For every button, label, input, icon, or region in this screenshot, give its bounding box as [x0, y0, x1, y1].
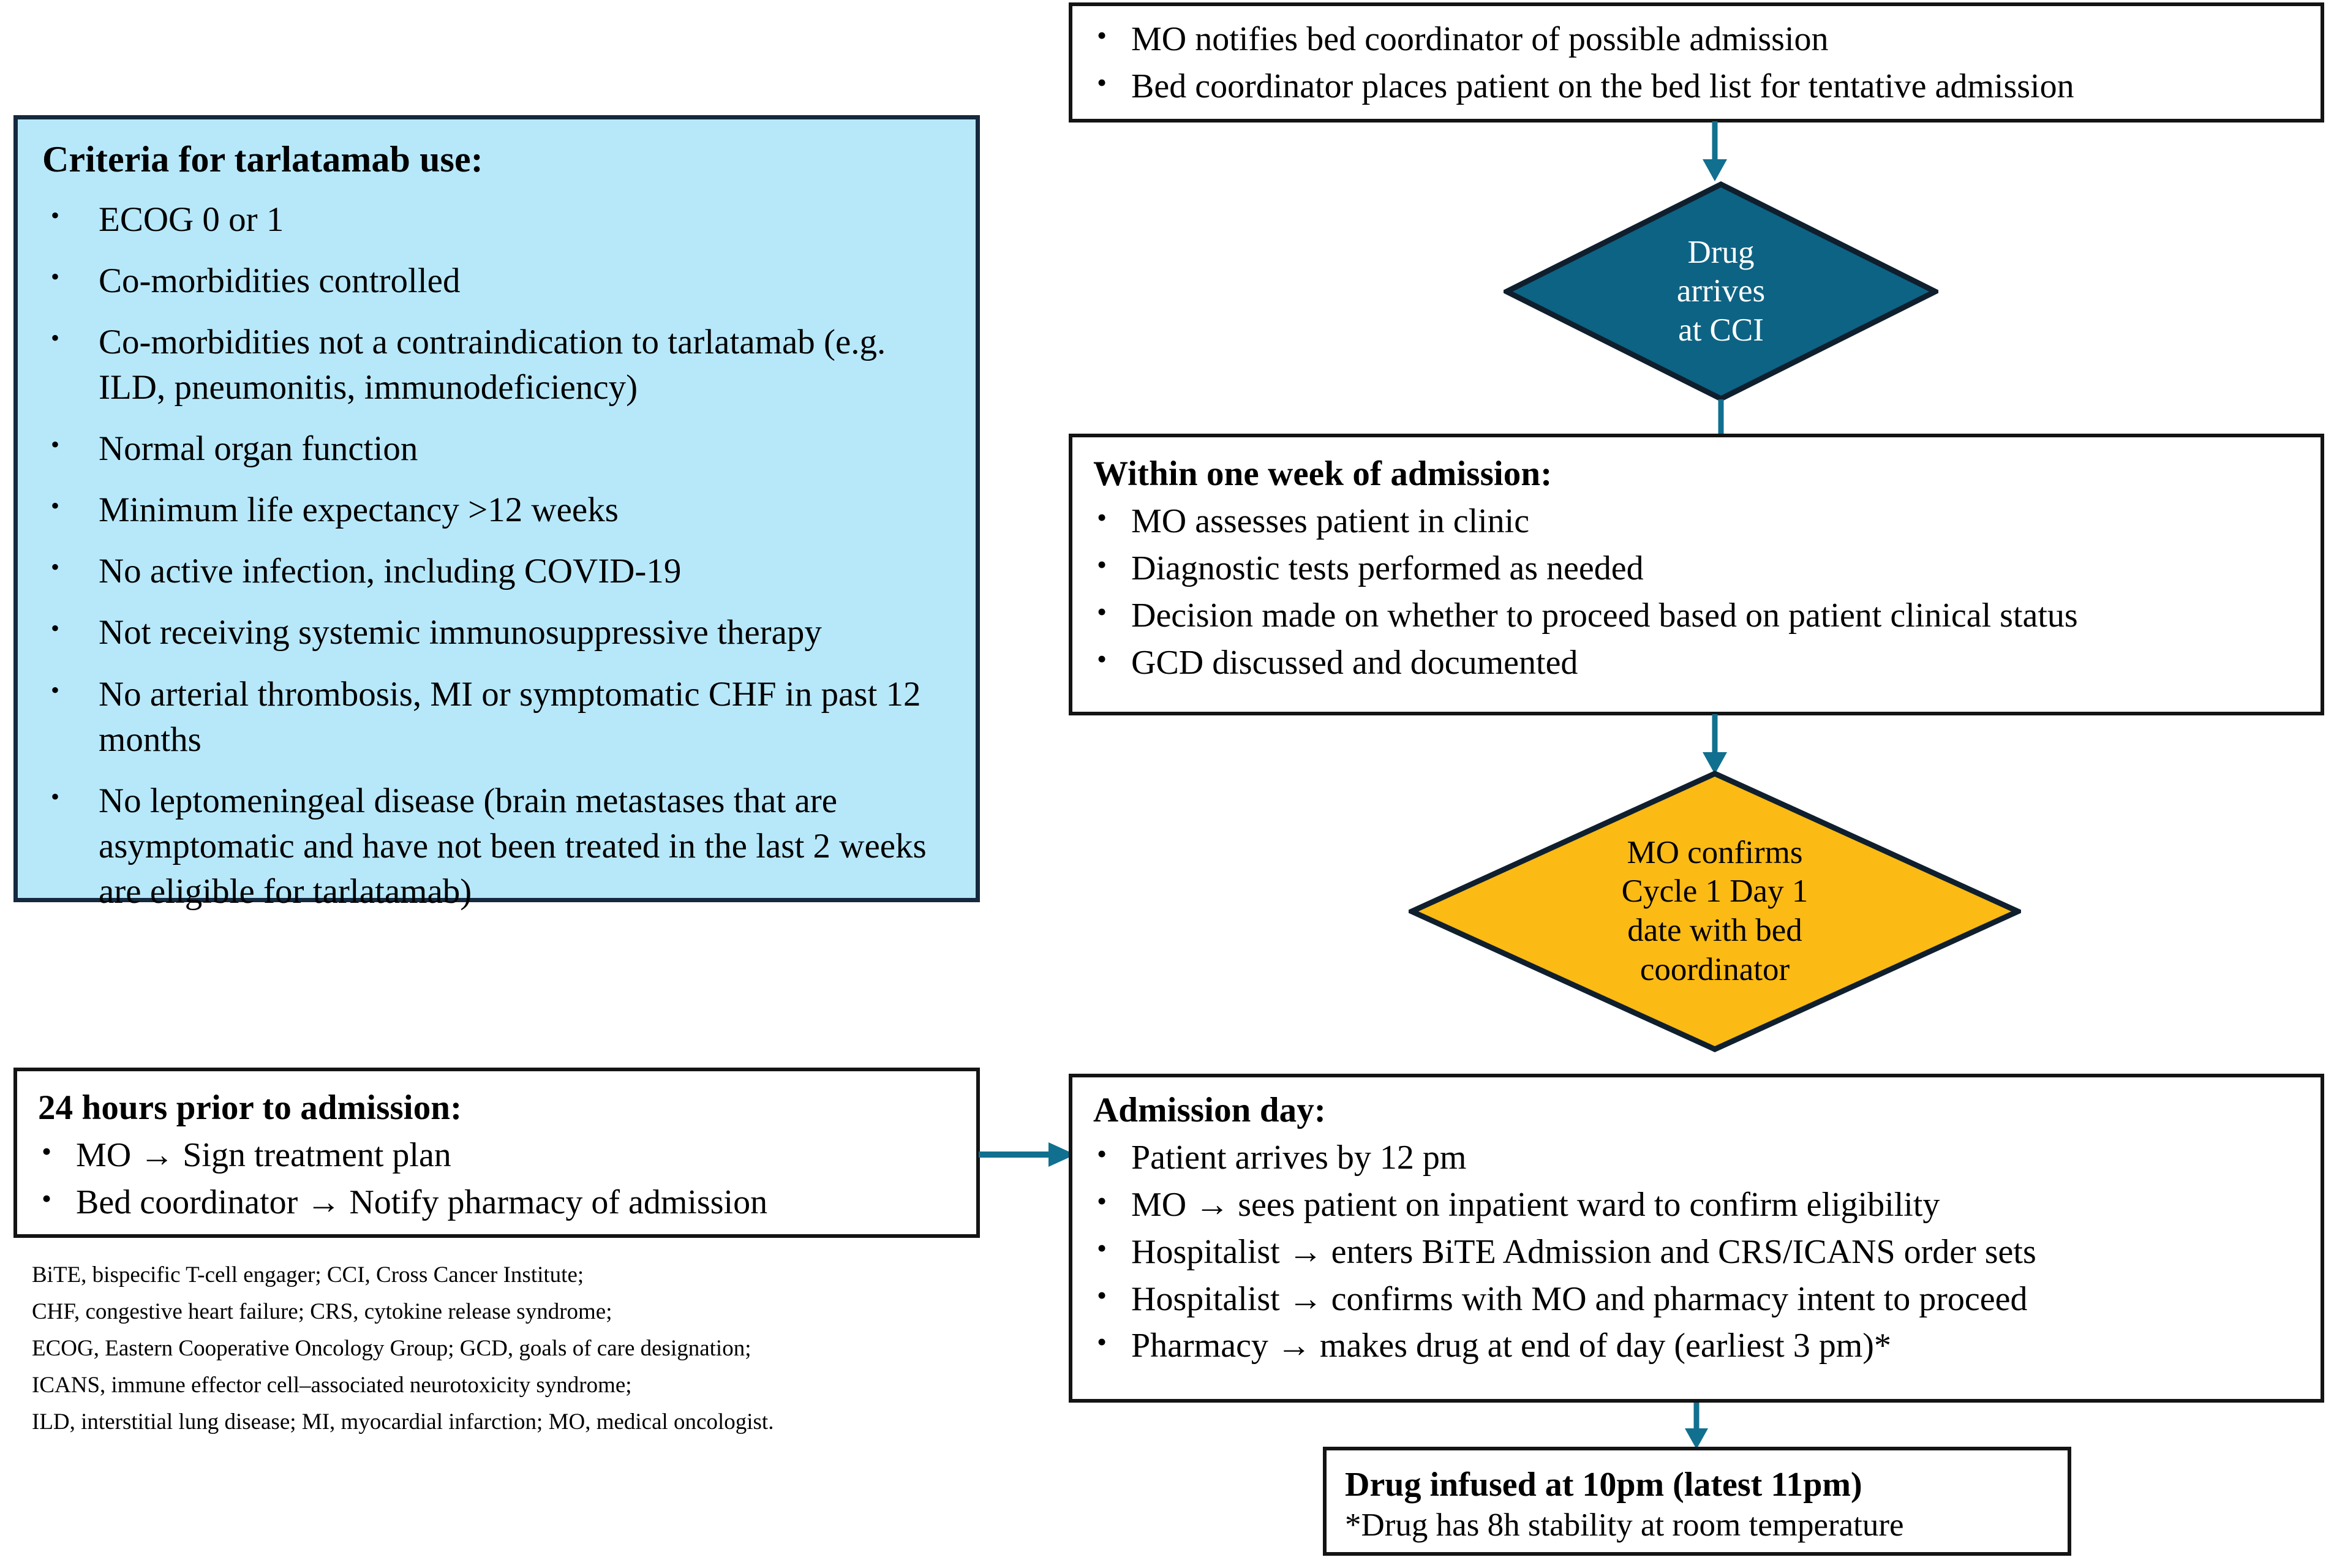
footnote-line: CHF, congestive heart failure; CRS, cyto…: [32, 1298, 612, 1324]
admission-day-list: Patient arrives by 12 pm MO → sees patie…: [1093, 1134, 2300, 1368]
connector-admission-day-to-drug-infused: [1672, 1403, 1721, 1450]
drug-arrives-label: Drug arrives at CCI: [1676, 234, 1766, 348]
connector-prior-to-admission-day: [979, 1136, 1077, 1173]
within-one-week-title: Within one week of admission:: [1093, 454, 1553, 493]
confirm-cycle-date-label: MO confirms Cycle 1 Day 1 date with bed …: [1621, 834, 1809, 987]
list-item: ECOG 0 or 1: [42, 197, 951, 243]
list-item: Co-morbidities not a contraindication to…: [42, 320, 951, 410]
list-item: MO → sees patient on inpatient ward to c…: [1093, 1182, 2300, 1227]
drug-infused-subtitle: *Drug has 8h stability at room temperatu…: [1345, 1507, 1904, 1544]
criteria-title: Criteria for tarlatamab use:: [42, 139, 483, 179]
list-item: No leptomeningeal disease (brain metasta…: [42, 778, 951, 914]
footnote-line: ECOG, Eastern Cooperative Oncology Group…: [32, 1335, 751, 1361]
prior-admission-box: 24 hours prior to admission: MO → Sign t…: [13, 1068, 980, 1238]
list-item: GCD discussed and documented: [1093, 639, 2300, 685]
list-item: MO → Sign treatment plan: [38, 1132, 955, 1178]
list-item: Patient arrives by 12 pm: [1093, 1134, 2300, 1180]
drug-infused-title: Drug infused at 10pm (latest 11pm): [1345, 1466, 1862, 1504]
list-item: MO notifies bed coordinator of possible …: [1093, 16, 2300, 62]
connector-within-week-to-confirm-date: [1690, 714, 1739, 775]
prior-admission-list: MO → Sign treatment plan Bed coordinator…: [38, 1132, 955, 1225]
list-item: Hospitalist → enters BiTE Admission and …: [1093, 1229, 2300, 1275]
list-item: Co-morbidities controlled: [42, 258, 951, 304]
criteria-list: ECOG 0 or 1 Co-morbidities controlled Co…: [42, 197, 951, 914]
list-item: Not receiving systemic immunosuppressive…: [42, 610, 951, 655]
list-item: MO assesses patient in clinic: [1093, 498, 2300, 544]
footnote-line: ILD, interstitial lung disease; MI, myoc…: [32, 1409, 774, 1434]
drug-arrives-diamond: Drug arrives at CCI: [1504, 181, 1938, 402]
within-one-week-box: Within one week of admission: MO assesse…: [1069, 434, 2324, 715]
list-item: Bed coordinator places patient on the be…: [1093, 63, 2300, 109]
notification-list: MO notifies bed coordinator of possible …: [1093, 16, 2300, 109]
abbreviations-footnote: BiTE, bispecific T-cell engager; CCI, Cr…: [32, 1257, 963, 1441]
diamond-shape: [1409, 771, 2021, 1052]
criteria-box: Criteria for tarlatamab use: ECOG 0 or 1…: [13, 115, 980, 911]
list-item: Bed coordinator → Notify pharmacy of adm…: [38, 1179, 955, 1225]
footnote-line: ICANS, immune effector cell–associated n…: [32, 1372, 632, 1398]
within-one-week-list: MO assesses patient in clinic Diagnostic…: [1093, 498, 2300, 685]
connector-notification-to-drug-arrives: [1690, 121, 1739, 183]
drug-infused-box: Drug infused at 10pm (latest 11pm) *Drug…: [1323, 1447, 2071, 1556]
list-item: Hospitalist → confirms with MO and pharm…: [1093, 1276, 2300, 1322]
admission-day-box: Admission day: Patient arrives by 12 pm …: [1069, 1074, 2324, 1403]
admission-day-title: Admission day:: [1093, 1091, 1326, 1129]
notification-box: MO notifies bed coordinator of possible …: [1069, 2, 2324, 123]
list-item: Minimum life expectancy >12 weeks: [42, 488, 951, 533]
list-item: No arterial thrombosis, MI or symptomati…: [42, 672, 951, 763]
list-item: Pharmacy → makes drug at end of day (ear…: [1093, 1322, 2300, 1368]
list-item: Diagnostic tests performed as needed: [1093, 545, 2300, 591]
confirm-cycle-date-diamond: MO confirms Cycle 1 Day 1 date with bed …: [1409, 771, 2021, 1052]
prior-admission-title: 24 hours prior to admission:: [38, 1088, 462, 1127]
list-item: No active infection, including COVID-19: [42, 549, 951, 594]
footnote-line: BiTE, bispecific T-cell engager; CCI, Cr…: [32, 1262, 584, 1287]
list-item: Decision made on whether to proceed base…: [1093, 592, 2300, 638]
diamond-shape: [1504, 181, 1938, 402]
list-item: Normal organ function: [42, 426, 951, 472]
